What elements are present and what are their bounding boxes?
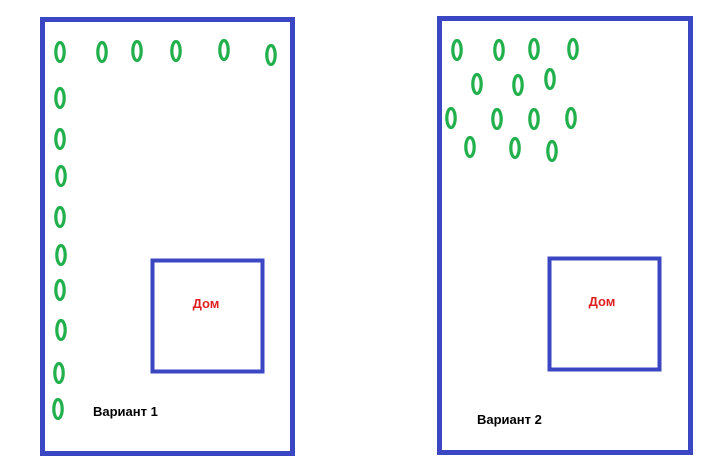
tree-icon: [464, 135, 476, 159]
house-label: Дом: [193, 296, 220, 311]
tree-icon: [512, 73, 524, 97]
tree-icon: [451, 38, 463, 62]
tree-icon: [54, 40, 66, 64]
tree-icon: [546, 139, 558, 163]
tree-icon: [528, 37, 540, 61]
tree-icon: [509, 136, 521, 160]
house-label: Дом: [589, 294, 616, 309]
tree-icon: [54, 205, 66, 229]
variant-2-plot-border: [437, 16, 693, 455]
tree-icon: [131, 39, 143, 63]
tree-icon: [265, 43, 277, 67]
variant-1-plot-border: [40, 17, 295, 456]
tree-icon: [471, 72, 483, 96]
tree-icon: [53, 361, 65, 385]
variant-2-label: Вариант 2: [477, 412, 542, 427]
tree-icon: [55, 164, 67, 188]
tree-icon: [54, 127, 66, 151]
tree-icon: [544, 67, 556, 91]
tree-icon: [54, 86, 66, 110]
tree-icon: [565, 106, 577, 130]
tree-icon: [218, 38, 230, 62]
tree-icon: [567, 37, 579, 61]
variant-1-trees: [52, 38, 277, 421]
tree-icon: [54, 278, 66, 302]
house-icon: [150, 258, 265, 374]
tree-icon: [493, 38, 505, 62]
tree-icon: [52, 397, 64, 421]
tree-icon: [96, 40, 108, 64]
tree-icon: [170, 39, 182, 63]
tree-icon: [491, 107, 503, 131]
tree-icon: [55, 318, 67, 342]
tree-icon: [528, 107, 540, 131]
tree-icon: [55, 243, 67, 267]
variant-2-trees: [445, 37, 579, 163]
variant-1-plot: Дом Вариант 1: [40, 17, 295, 456]
variant-2-plot: Дом Вариант 2: [437, 16, 693, 455]
variant-1-label: Вариант 1: [93, 404, 158, 419]
tree-icon: [445, 106, 457, 130]
house-icon: [547, 256, 662, 372]
